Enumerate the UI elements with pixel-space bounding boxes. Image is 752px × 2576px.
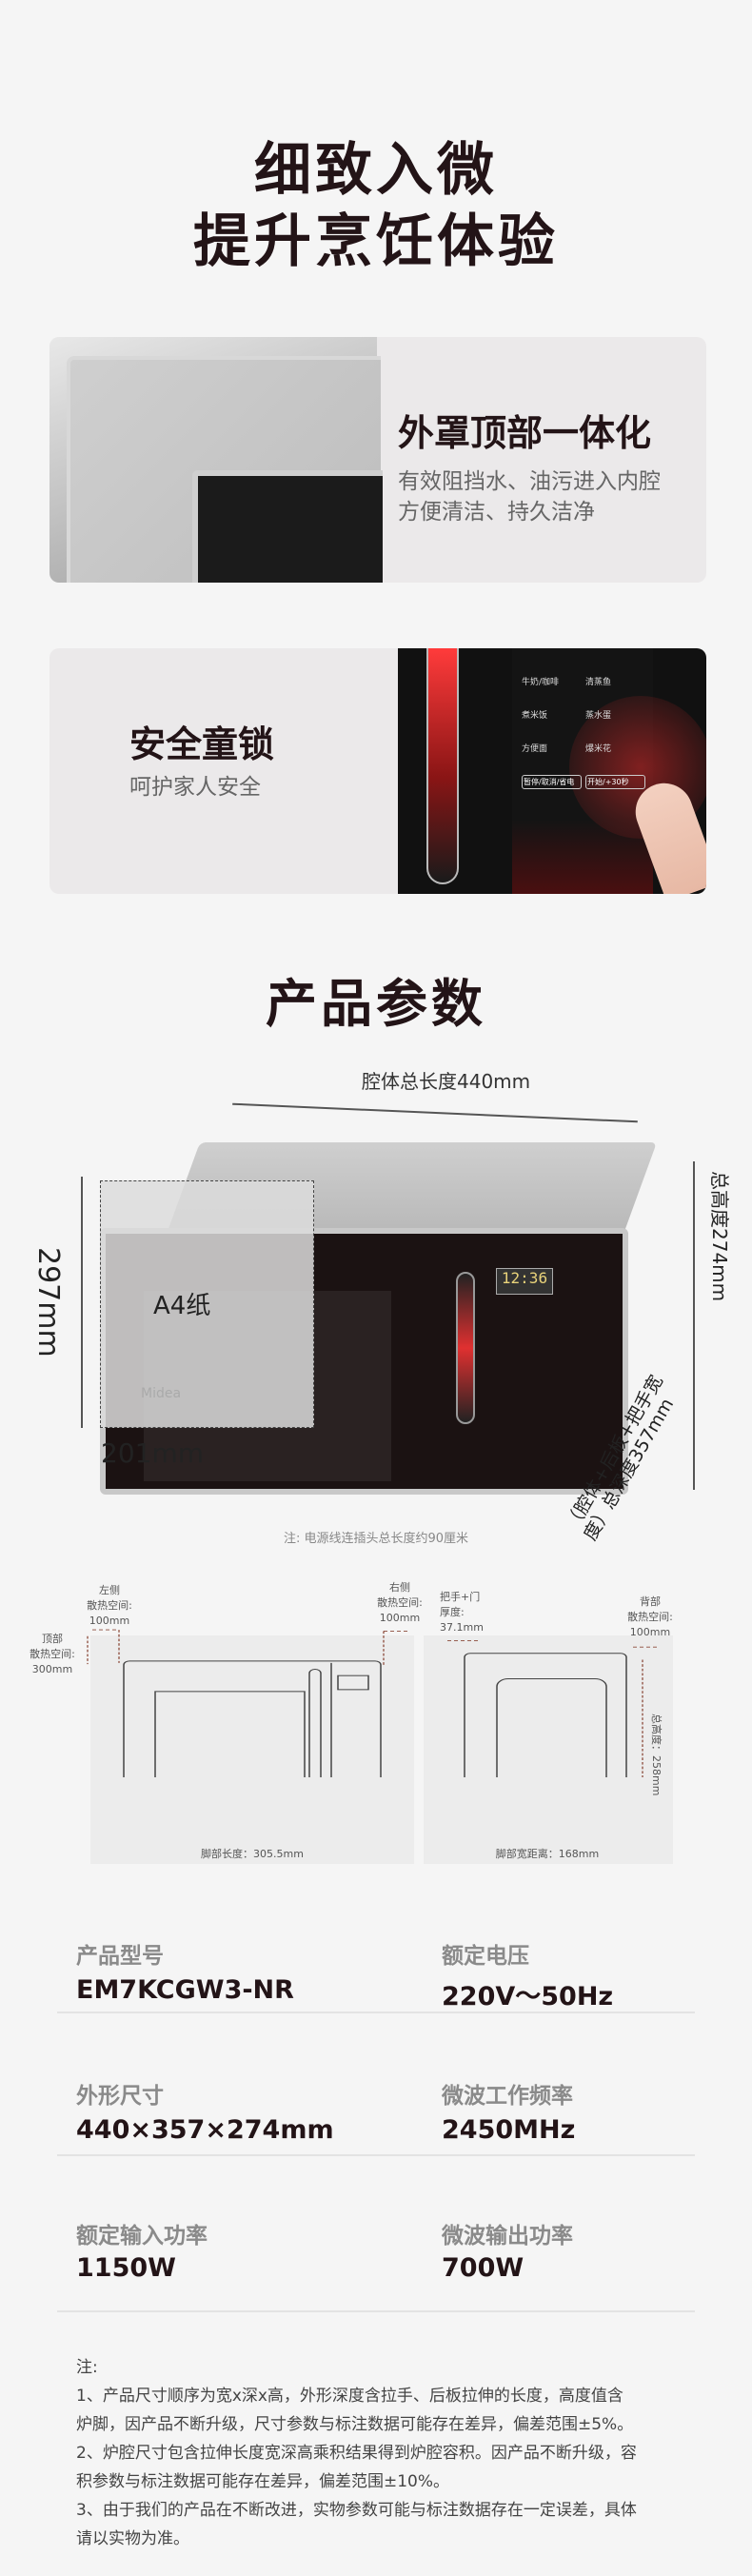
text: 左侧	[99, 1584, 120, 1596]
spec-value: 1150W	[76, 2253, 176, 2283]
top-space-label: 顶部散热空间: 300mm	[19, 1632, 86, 1677]
a4-paper: A4纸 Midea	[100, 1180, 314, 1428]
divider	[57, 2011, 695, 2013]
foot-width-label: 脚部宽距离：168mm	[495, 1848, 600, 1860]
text: 厚度:	[440, 1606, 465, 1618]
text: 100mm	[379, 1612, 421, 1624]
dim-length: 腔体总长度440mm	[362, 1070, 531, 1093]
feature2-title: 安全童锁	[129, 723, 275, 765]
a4-label: A4纸	[153, 1292, 211, 1320]
panel-button-start: 开始/+30秒	[585, 775, 645, 789]
text: 37.1mm	[440, 1621, 484, 1634]
divider	[57, 2154, 695, 2156]
front-line-drawing-bg	[90, 1635, 414, 1864]
feature-card-top-cover: 外罩顶部一体化 有效阻挡水、油污进入内腔 方便清洁、持久洁净	[49, 337, 706, 583]
panel-button: 爆米花	[585, 744, 612, 754]
notes-heading: 注:	[76, 2358, 98, 2377]
panel-button: 清蒸鱼	[585, 678, 612, 687]
spec-label: 微波工作频率	[442, 2084, 573, 2109]
headline-line2: 提升烹饪体验	[193, 208, 559, 275]
feature1-desc1: 有效阻挡水、油污进入内腔	[398, 469, 661, 494]
text: 100mm	[629, 1626, 671, 1638]
text: 300mm	[31, 1663, 73, 1675]
text: 散热空间:	[377, 1596, 423, 1609]
text: 右侧	[389, 1581, 410, 1594]
divider	[57, 2310, 695, 2312]
panel-button: 牛奶/咖啡	[522, 678, 560, 687]
foot-length-label: 脚部长度：305.5mm	[201, 1848, 304, 1860]
line-drawings	[87, 1629, 657, 1777]
params-title: 产品参数	[266, 974, 486, 1034]
dim-a4-width: 201mm	[101, 1437, 204, 1469]
back-space-label: 背部散热空间: 100mm	[617, 1595, 683, 1640]
text: 背部	[640, 1595, 661, 1608]
feature-card-child-lock: 安全童锁 呵护家人安全 牛奶/咖啡 清蒸鱼 煮米饭 蒸水蛋 方便面 爆米花 暂停…	[49, 648, 706, 894]
dim-height: 总高度274mm	[708, 1171, 731, 1302]
spec-value: 220V～50Hz	[442, 1982, 614, 2011]
notes: 注: 1、产品尺寸顺序为宽x深x高，外形深度含拉手、后板拉伸的长度，高度值含 炉…	[76, 2353, 695, 2553]
spec-value: EM7KCGW3-NR	[76, 1975, 294, 2005]
note-line: 2、炉腔尺寸包含拉伸长度宽深高乘积结果得到炉腔容积。因产品不断升级，容	[76, 2444, 637, 2463]
headline-line1: 细致入微	[254, 137, 498, 204]
text: 散热空间:	[627, 1611, 673, 1623]
dimension-figure: 腔体总长度440mm 12:36 A4纸 Midea 297mm 201mm 总…	[0, 1057, 752, 1552]
spec-value: 440×357×274mm	[76, 2115, 334, 2145]
dim-a4-height: 297mm	[31, 1247, 65, 1357]
left-space-label: 左侧散热空间: 100mm	[76, 1583, 143, 1629]
total-height-label: 总高度：258mm	[650, 1714, 663, 1796]
feature1-title: 外罩顶部一体化	[398, 412, 652, 454]
note-line: 积参数与标注数据可能存在差异，偏差范围±10%。	[76, 2472, 450, 2491]
spec-label: 产品型号	[76, 1944, 164, 1969]
cord-note: 注: 电源线连插头总长度约90厘米	[283, 1532, 469, 1546]
note-line: 请以实物为准。	[76, 2529, 189, 2548]
spec-label: 微波输出功率	[442, 2224, 573, 2249]
spec-value: 700W	[442, 2253, 524, 2283]
door-thickness-label: 把手+门厚度: 37.1mm	[440, 1590, 497, 1635]
spec-label: 外形尺寸	[76, 2084, 164, 2109]
note-line: 1、产品尺寸顺序为宽x深x高，外形深度含拉手、后板拉伸的长度，高度值含	[76, 2387, 623, 2406]
clock-display: 12:36	[496, 1268, 553, 1295]
spec-label: 额定输入功率	[76, 2224, 208, 2249]
microwave-corner-image	[49, 337, 383, 583]
right-space-label: 右侧散热空间: 100mm	[366, 1580, 433, 1626]
panel-button: 方便面	[522, 744, 548, 754]
text: 散热空间:	[87, 1599, 132, 1612]
text: 顶部	[42, 1633, 63, 1645]
brand-logo: Midea	[141, 1386, 182, 1401]
note-line: 炉脚，因产品不断升级，尺寸参数与标注数据可能存在差异，偏差范围±5%。	[76, 2415, 634, 2434]
panel-button: 煮米饭	[522, 711, 548, 721]
panel-button: 蒸水蛋	[585, 711, 612, 721]
feature1-desc2: 方便清洁、持久洁净	[398, 500, 595, 525]
text: 把手+门	[440, 1591, 481, 1603]
note-line: 3、由于我们的产品在不断改进，实物参数可能与标注数据存在一定误差，具体	[76, 2501, 637, 2520]
text: 散热空间:	[30, 1648, 75, 1660]
spec-label: 额定电压	[442, 1944, 529, 1969]
text: 100mm	[89, 1615, 130, 1627]
panel-button-pause: 暂停/取消/省电	[522, 775, 582, 789]
control-panel-image: 牛奶/咖啡 清蒸鱼 煮米饭 蒸水蛋 方便面 爆米花 暂停/取消/省电 开始/+3…	[398, 648, 706, 894]
spec-value: 2450MHz	[442, 2115, 576, 2145]
feature2-desc: 呵护家人安全	[129, 775, 261, 800]
